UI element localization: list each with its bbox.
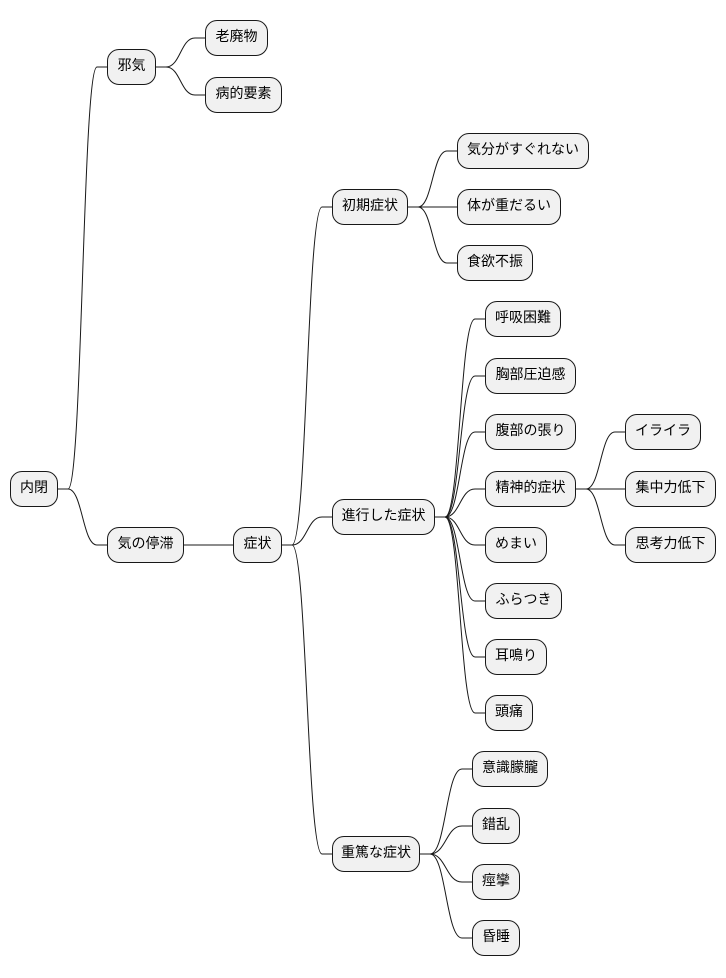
connector-line — [420, 825, 472, 855]
connector-line — [408, 206, 457, 264]
node-ishiki-moro[interactable]: 意識朦朧 — [472, 751, 548, 787]
node-konsui[interactable]: 昏睡 — [472, 920, 520, 956]
node-shuchuryoku-teika[interactable]: 集中力低下 — [625, 471, 716, 507]
connector-line — [156, 37, 205, 68]
connector-line — [420, 853, 472, 883]
node-miminari[interactable]: 耳鳴り — [485, 639, 547, 675]
connector-line — [435, 516, 485, 658]
connector-line — [156, 66, 205, 96]
node-iraira[interactable]: イライラ — [625, 414, 701, 450]
node-byoteki-yoso[interactable]: 病的要素 — [205, 77, 282, 113]
connector-line — [576, 488, 625, 546]
connector-line — [58, 488, 107, 546]
node-kibun-ga-sugurenai[interactable]: 気分がすぐれない — [457, 133, 589, 169]
connector-line — [435, 488, 485, 518]
node-furatsuki[interactable]: ふらつき — [485, 583, 562, 619]
connector-line — [58, 66, 107, 490]
node-shojo[interactable]: 症状 — [233, 527, 282, 563]
node-shinko-shita-shojo[interactable]: 進行した症状 — [332, 499, 435, 535]
connector-line — [435, 375, 485, 518]
connector-line — [576, 431, 625, 490]
node-seishinteki-shojo[interactable]: 精神的症状 — [485, 471, 576, 507]
node-shokuyoku-fushin[interactable]: 食欲不振 — [457, 245, 533, 281]
node-keiren[interactable]: 痙攣 — [472, 864, 520, 900]
connector-line — [435, 516, 485, 714]
node-rohaibutsu[interactable]: 老廃物 — [205, 20, 268, 56]
connector-line — [282, 516, 332, 546]
node-jaki[interactable]: 邪気 — [107, 49, 156, 85]
node-karada-ga-omodarui[interactable]: 体が重だるい — [457, 189, 561, 225]
connector-line — [420, 853, 472, 939]
node-juttoku-na-shojo[interactable]: 重篤な症状 — [332, 836, 420, 872]
node-fukubu-no-hari[interactable]: 腹部の張り — [485, 414, 576, 450]
connector-line — [435, 516, 485, 602]
node-zutsu[interactable]: 頭痛 — [485, 695, 533, 731]
connector-line — [282, 206, 332, 546]
root-node[interactable]: 内閉 — [10, 471, 58, 507]
node-kyobu-appakukan[interactable]: 胸部圧迫感 — [485, 358, 576, 394]
node-shoki-shojo[interactable]: 初期症状 — [332, 189, 408, 225]
node-memai[interactable]: めまい — [485, 527, 547, 563]
node-ki-no-teitai[interactable]: 気の停滞 — [107, 527, 184, 563]
connector-line — [435, 431, 485, 518]
node-sakuran[interactable]: 錯乱 — [472, 808, 520, 844]
connector-line — [435, 318, 485, 518]
connector-line — [282, 544, 332, 855]
node-shikoryoku-teika[interactable]: 思考力低下 — [625, 527, 716, 563]
connector-line — [420, 768, 472, 855]
node-kokyu-konnan[interactable]: 呼吸困難 — [485, 301, 561, 337]
connector-line — [435, 516, 485, 546]
connector-line — [408, 150, 457, 208]
